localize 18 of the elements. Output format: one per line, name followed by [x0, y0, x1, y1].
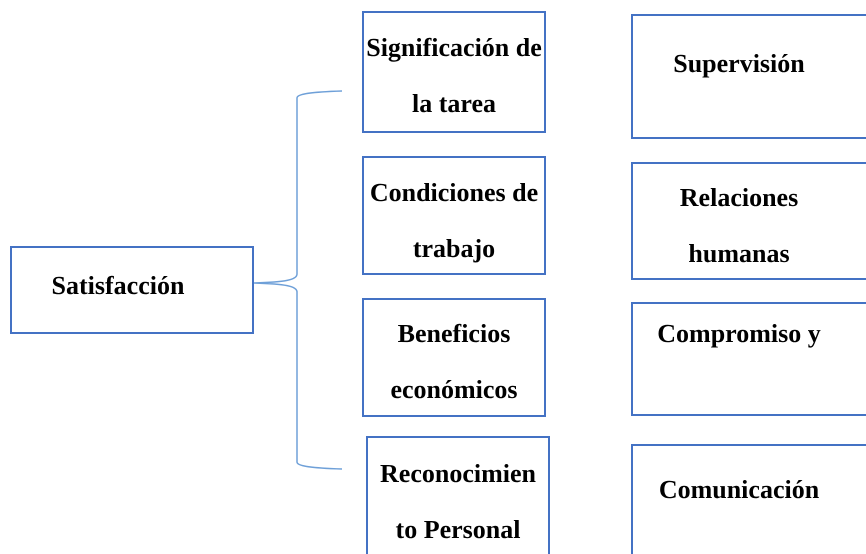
box-label: Supervisión — [672, 48, 806, 80]
text-box — [366, 436, 550, 554]
box-label: Comunicación — [658, 474, 820, 506]
text-box — [362, 298, 546, 417]
text-box — [362, 11, 546, 133]
text-box — [631, 302, 866, 416]
box-label: Satisfacción — [50, 270, 186, 302]
text-box — [631, 14, 866, 139]
box-label: Significación de la tarea — [366, 32, 542, 120]
box-label: Reconocimien to Personal — [379, 458, 537, 546]
text-box — [631, 162, 866, 280]
box-label: Beneficios económicos — [389, 318, 519, 406]
text-box — [631, 444, 866, 554]
text-box — [10, 246, 254, 334]
box-label: Relaciones humanas — [678, 182, 800, 270]
box-label: Condiciones de trabajo — [368, 177, 540, 265]
box-label: Compromiso y — [656, 318, 822, 350]
text-box — [362, 156, 546, 275]
